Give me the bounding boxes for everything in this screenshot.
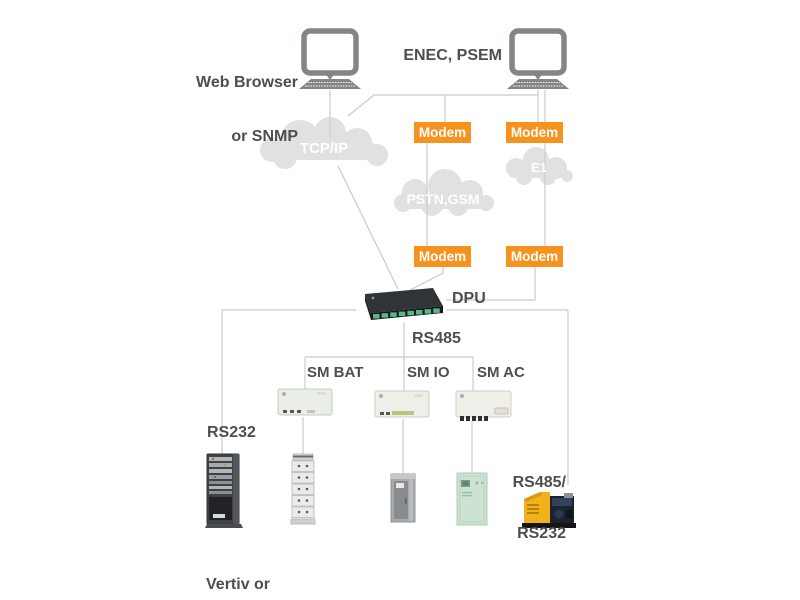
web-browser-label: Web Browser or SNMP	[196, 74, 298, 145]
vertiv-rack-caption: Vertiv or Non Vertiv	[206, 576, 271, 593]
sm-bat-label: SM BAT	[307, 364, 364, 381]
rs232-label: RS232	[207, 424, 256, 441]
modem-box-bottom-right: Modem	[506, 246, 563, 267]
web-browser-computer-icon	[299, 28, 361, 89]
sm-ac-label: SM AC	[477, 364, 525, 381]
rs485-rs232-label: RS485/ RS232	[512, 474, 566, 542]
tcpip-cloud	[260, 117, 388, 169]
pstn-gsm-cloud	[394, 169, 494, 216]
e1-cloud	[506, 147, 573, 185]
e1-cloud-label: E1	[531, 160, 547, 175]
sm-ac-module	[455, 390, 512, 421]
sm-io-label: SM IO	[407, 364, 450, 381]
pstn-gsm-cloud-label: PSTN,GSM	[406, 191, 480, 207]
sm-bat-module	[277, 388, 333, 416]
green-cabinet	[456, 472, 488, 526]
vertiv-rack	[205, 453, 243, 528]
rs485-bus-label: RS485	[412, 330, 461, 347]
generator	[522, 492, 576, 528]
modem-box-bottom-left: Modem	[414, 246, 471, 267]
modem-box-top-right: Modem	[506, 122, 563, 143]
dpu-device	[365, 288, 443, 320]
gray-cabinet	[390, 473, 416, 523]
tcpip-cloud-label: TCP/IP	[299, 140, 349, 157]
dpu-label: DPU	[452, 290, 486, 307]
connector-lines	[221, 90, 569, 485]
enec-psem-label: ENEC, PSEM	[403, 47, 502, 64]
modem-box-top-left: Modem	[414, 122, 471, 143]
enec-psem-computer-icon	[507, 28, 569, 89]
battery-stack	[290, 453, 316, 525]
sm-io-module	[374, 390, 430, 418]
